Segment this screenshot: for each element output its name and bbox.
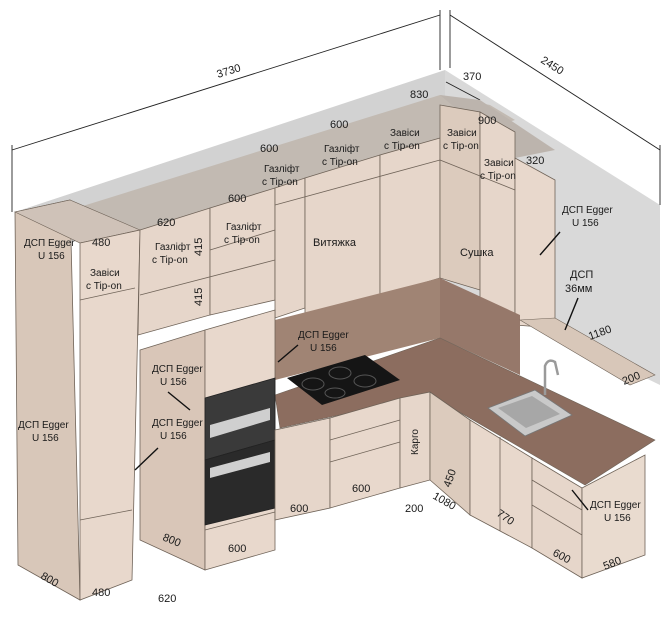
label-gazlift-2b: с Tip-on bbox=[224, 235, 260, 246]
burner-1 bbox=[301, 377, 325, 391]
label-cargo: Карго bbox=[410, 429, 421, 455]
label-zavisy-4a: Завіси bbox=[484, 158, 514, 169]
upper-cabinet-600-a bbox=[274, 177, 306, 319]
dim-450: 450 bbox=[442, 468, 460, 489]
label-zavisy-4b: с Tip-on bbox=[480, 171, 516, 182]
base-600-b-drawer-2 bbox=[329, 441, 401, 463]
label-hood: Витяжка bbox=[313, 237, 357, 249]
dim-line-2450 bbox=[449, 14, 661, 151]
upper-top-surface bbox=[70, 95, 515, 240]
dim-3730: 3730 bbox=[215, 62, 242, 81]
label-zavisy-1b: с Tip-on bbox=[86, 281, 122, 292]
label-zavisy-2b: с Tip-on bbox=[384, 141, 420, 152]
base-580-end bbox=[581, 454, 646, 579]
label-dsp-tall-1: ДСП Egger bbox=[18, 420, 69, 431]
label-zavisy-1a: Завіси bbox=[90, 268, 120, 279]
dim-320: 320 bbox=[526, 155, 544, 167]
arrow-tall bbox=[134, 447, 159, 471]
tall-column-split-1 bbox=[79, 287, 136, 301]
label-gazlift-4a: Газліфт bbox=[324, 143, 360, 155]
label-zavisy-2a: Завіси bbox=[390, 128, 420, 139]
label-dsp-col-1: ДСП Egger bbox=[152, 364, 203, 375]
label-dsp-36-1: ДСП bbox=[570, 269, 593, 281]
label-dsp-tall-2: U 156 bbox=[32, 433, 59, 444]
tall-column-split-2 bbox=[79, 509, 133, 521]
label-dsp-counter-1: ДСП Egger bbox=[298, 330, 349, 341]
dim-900: 900 bbox=[478, 115, 496, 127]
label-zavisy-3b: с Tip-on bbox=[443, 141, 479, 152]
oven-panel bbox=[210, 408, 270, 438]
dim-415-a: 415 bbox=[193, 238, 205, 256]
right-shelf bbox=[518, 317, 656, 386]
dim-830: 830 bbox=[410, 89, 428, 101]
dim-600-a: 600 bbox=[330, 119, 348, 131]
dim-600-c: 600 bbox=[228, 193, 246, 205]
label-dsp-right-2: U 156 bbox=[572, 218, 599, 229]
label-gazlift-1b: с Tip-on bbox=[152, 255, 188, 266]
label-dsp-36-2: 36мм bbox=[565, 283, 592, 295]
burner-4 bbox=[353, 374, 377, 388]
upper-320 bbox=[514, 157, 556, 329]
dim-370: 370 bbox=[463, 71, 481, 83]
backsplash-right bbox=[440, 278, 520, 375]
upper-split-line-3 bbox=[209, 229, 276, 251]
base-600-c-drawer-1 bbox=[531, 479, 583, 511]
burner-3 bbox=[324, 387, 346, 399]
dim-200-cargo: 200 bbox=[405, 503, 423, 515]
dim-line-370 bbox=[445, 81, 481, 101]
label-dsp-base-1: ДСП Egger bbox=[590, 500, 641, 511]
arrow-base bbox=[571, 489, 589, 511]
upper-dryer bbox=[479, 111, 516, 326]
base-600-b-drawer-1 bbox=[329, 419, 401, 441]
backsplash-back bbox=[275, 278, 440, 380]
arrow-counter bbox=[277, 344, 299, 363]
label-zavisy-3a: Завіси bbox=[447, 128, 477, 139]
label-dsp-base-2: U 156 bbox=[604, 513, 631, 524]
dim-600-b: 600 bbox=[260, 143, 278, 155]
oven-col-base-line bbox=[204, 511, 276, 531]
label-dryer: Сушка bbox=[460, 247, 494, 259]
upper-split-line-2 bbox=[274, 159, 441, 206]
label-dsp-tl-2: U 156 bbox=[38, 251, 65, 262]
dim-600-base-a: 600 bbox=[290, 503, 308, 515]
dim-620-gap: 620 bbox=[158, 593, 176, 605]
arrow-36 bbox=[564, 297, 579, 331]
upper-cabinet-600-oven bbox=[209, 187, 276, 316]
label-dsp-tl-1: ДСП Egger bbox=[24, 238, 75, 249]
dim-415-b: 415 bbox=[193, 288, 205, 306]
label-gazlift-3a: Газліфт bbox=[264, 163, 300, 175]
label-dsp-col-2: U 156 bbox=[160, 377, 187, 388]
tall-column-front bbox=[79, 229, 141, 601]
label-gazlift-4b: с Tip-on bbox=[322, 157, 358, 168]
label-dsp-col2-1: ДСП Egger bbox=[152, 418, 203, 429]
arrow-col bbox=[167, 391, 191, 411]
label-gazlift-1a: Газліфт bbox=[155, 241, 191, 253]
dim-600-oven: 600 bbox=[228, 543, 246, 555]
dim-480-tall: 480 bbox=[92, 587, 110, 599]
label-dsp-right-1: ДСП Egger bbox=[562, 205, 613, 216]
cooktop bbox=[287, 355, 400, 405]
arrow-right bbox=[539, 231, 561, 256]
label-dsp-col2-2: U 156 bbox=[160, 431, 187, 442]
sink-bowl bbox=[498, 396, 560, 428]
dim-620: 620 bbox=[157, 217, 175, 229]
dim-line-3730 bbox=[11, 14, 441, 151]
dim-600-base-b: 600 bbox=[352, 483, 370, 495]
faucet bbox=[543, 359, 560, 395]
dim-480: 480 bbox=[92, 237, 110, 249]
upper-corner-split bbox=[439, 159, 516, 191]
oven-panel-2 bbox=[210, 452, 270, 478]
label-gazlift-2a: Газліфт bbox=[226, 221, 262, 233]
upper-split-line bbox=[139, 259, 276, 296]
base-600-c-drawer-2 bbox=[531, 504, 583, 536]
upper-cabinet-830 bbox=[379, 137, 441, 297]
label-dsp-counter-2: U 156 bbox=[310, 343, 337, 354]
burner-2 bbox=[328, 366, 352, 380]
label-gazlift-3b: с Tip-on bbox=[262, 177, 298, 188]
